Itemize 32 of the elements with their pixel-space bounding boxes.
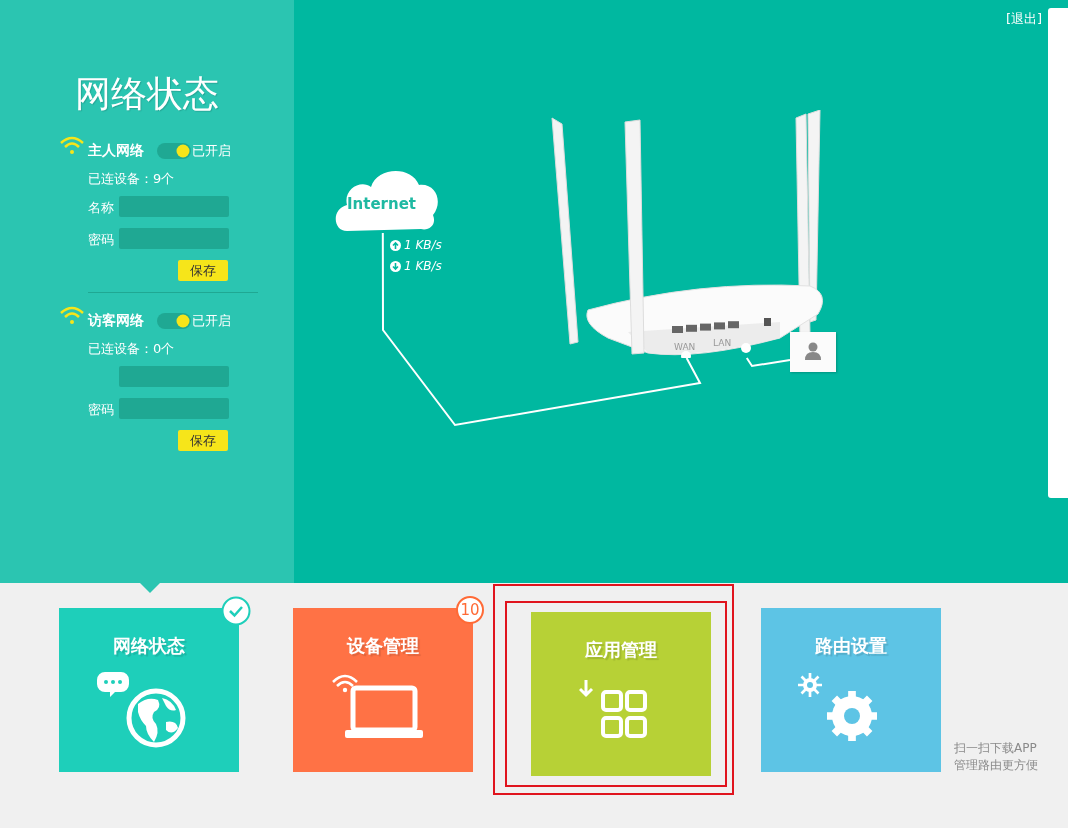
menu-tile (59, 608, 239, 772)
app-download-note: 扫一扫下载APP 管理路由更方便 (954, 740, 1039, 774)
field-label: 密码 (88, 232, 114, 248)
cloud-label: Internet (347, 195, 417, 213)
field-label: 名称 (88, 200, 114, 216)
upload-speed: 1 KB/s (404, 237, 442, 253)
status-text: 已开启 (192, 313, 231, 329)
save-button: 保存 (178, 430, 228, 451)
save-button: 保存 (178, 260, 228, 281)
download-speed: 1 KB/s (404, 258, 442, 274)
network-name: 主人网络 (88, 142, 144, 158)
notification-badge: 10 (456, 596, 484, 624)
highlight-frame (505, 601, 727, 787)
status-text: 已开启 (192, 143, 231, 159)
device-count: 已连设备：9个 (88, 171, 175, 187)
tile-title: 网络状态 (112, 635, 186, 657)
cable-line (381, 232, 702, 427)
field-label: 密码 (88, 402, 114, 418)
port-label: WAN (674, 342, 696, 352)
menu-tile (531, 612, 711, 776)
highlight-frame (493, 584, 734, 795)
menu-tile (761, 608, 941, 772)
page-heading: 网络状态 (75, 74, 219, 114)
cable-line (745, 357, 791, 368)
tile-title: 应用管理 (584, 639, 658, 661)
network-name: 访客网络 (88, 312, 144, 328)
user-device-drawing (790, 332, 836, 372)
tile-title: 路由设置 (814, 635, 888, 657)
logout-link: [退出] (1006, 11, 1043, 27)
port-label: LAN (713, 338, 732, 348)
tile-title: 设备管理 (345, 635, 420, 657)
device-count: 已连设备：0个 (88, 341, 175, 357)
